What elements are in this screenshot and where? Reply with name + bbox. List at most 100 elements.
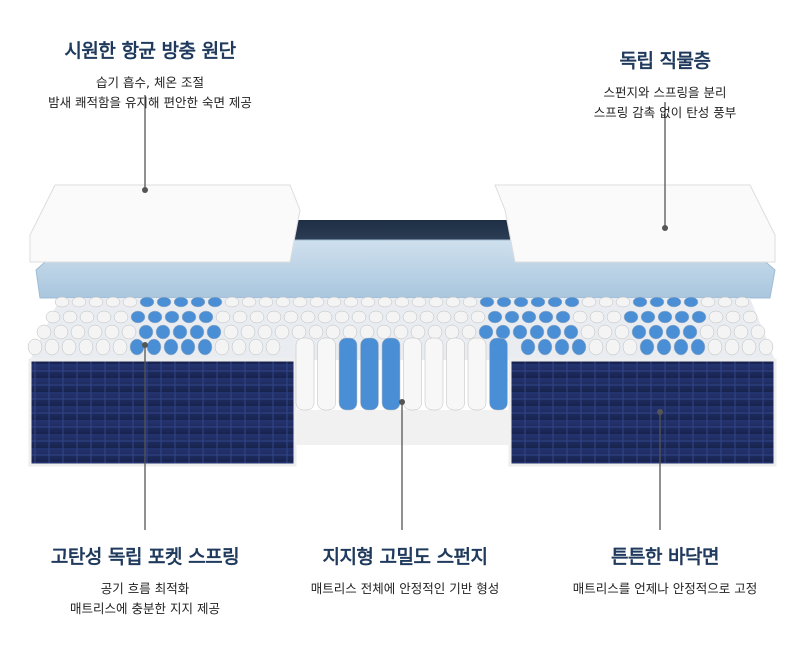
spring	[513, 296, 529, 308]
top-layer-left	[29, 184, 301, 263]
spring	[95, 338, 111, 356]
spring	[690, 338, 706, 356]
spring	[138, 324, 154, 340]
spring	[265, 338, 281, 356]
spring	[258, 296, 274, 308]
spring	[623, 310, 639, 324]
spring	[427, 324, 443, 340]
pocket-spring	[381, 337, 401, 411]
pocket-spring	[489, 337, 508, 411]
spring	[27, 338, 43, 356]
spring	[206, 324, 222, 340]
label-title: 고탄성 독립 포켓 스프링	[50, 546, 240, 568]
spring	[665, 324, 681, 340]
spring	[622, 338, 638, 356]
spring	[496, 296, 512, 308]
spring	[707, 338, 723, 356]
spring	[691, 310, 707, 324]
spring	[530, 296, 546, 308]
spring	[70, 324, 86, 340]
spring	[309, 296, 325, 308]
spring	[360, 296, 376, 308]
spring	[71, 296, 87, 308]
spring	[529, 324, 545, 340]
pocket-spring	[446, 337, 465, 411]
spring	[180, 338, 196, 356]
spring	[708, 310, 724, 324]
spring	[190, 296, 206, 308]
spring	[589, 310, 605, 324]
spring	[733, 324, 749, 340]
spring	[214, 338, 230, 356]
spring	[266, 310, 282, 324]
spring	[750, 324, 766, 340]
spring	[657, 310, 673, 324]
spring	[614, 324, 630, 340]
spring	[240, 324, 256, 340]
label-top-layer: 시원한 항균 방충 원단 습기 흡수, 체온 조절 밤새 쾌적함을 유지해 편안…	[0, 36, 300, 113]
spring	[393, 324, 409, 340]
spring	[411, 296, 427, 308]
pocket-spring	[360, 337, 379, 411]
spring	[758, 338, 774, 356]
spring	[334, 310, 350, 324]
spring	[632, 296, 648, 308]
spring	[649, 296, 665, 308]
spring	[572, 310, 588, 324]
spring	[147, 310, 163, 324]
spring	[631, 324, 647, 340]
spring	[741, 338, 757, 356]
spring	[224, 296, 240, 308]
spring	[325, 324, 341, 340]
spring	[291, 324, 307, 340]
spring	[734, 296, 750, 308]
spring	[163, 338, 179, 356]
spring	[580, 324, 596, 340]
spring	[88, 296, 104, 308]
label-line: 매트리스를 언제나 안정적으로 고정	[572, 581, 758, 596]
spring	[724, 338, 740, 356]
label-title: 시원한 항균 방충 원단	[64, 40, 236, 62]
spring	[581, 296, 597, 308]
spring	[156, 296, 172, 308]
spring	[275, 296, 291, 308]
label-line: 매트리스에 충분한 지지 제공	[70, 601, 220, 616]
label-line: 밤새 쾌적함을 유지해 편안한 숙면 제공	[48, 95, 252, 110]
base-left	[28, 358, 297, 467]
spring	[155, 324, 171, 340]
spring	[487, 310, 503, 324]
spring	[683, 296, 699, 308]
spring	[512, 324, 528, 340]
label-line: 스프링 감촉 없이 탄성 풍부	[593, 105, 737, 120]
spring	[342, 324, 358, 340]
pointer-dot	[399, 399, 405, 405]
label-title: 독립 직물층	[619, 50, 711, 72]
spring	[61, 338, 77, 356]
label-base-layer: 튼튼한 바닥면 매트리스를 언제나 안정적으로 고정	[540, 542, 790, 599]
spring	[547, 296, 563, 308]
spring	[394, 296, 410, 308]
label-line: 공기 흐름 최적화	[100, 581, 190, 596]
spring	[598, 296, 614, 308]
spring	[453, 310, 469, 324]
spring	[343, 296, 359, 308]
pocket-spring	[403, 337, 422, 411]
spring	[173, 296, 189, 308]
spring	[742, 310, 758, 324]
spring	[207, 296, 223, 308]
spring	[215, 310, 231, 324]
spring	[478, 324, 494, 340]
spring	[606, 310, 622, 324]
spring	[198, 310, 214, 324]
spring	[520, 338, 536, 356]
spring	[554, 338, 570, 356]
spring	[571, 338, 587, 356]
label-line: 매트리스 전체에 안정적인 기반 형성	[310, 581, 500, 596]
spring	[249, 310, 265, 324]
pocket-spring	[338, 337, 358, 411]
spring	[537, 338, 553, 356]
spring	[189, 324, 205, 340]
spring	[368, 310, 384, 324]
spring	[402, 310, 418, 324]
